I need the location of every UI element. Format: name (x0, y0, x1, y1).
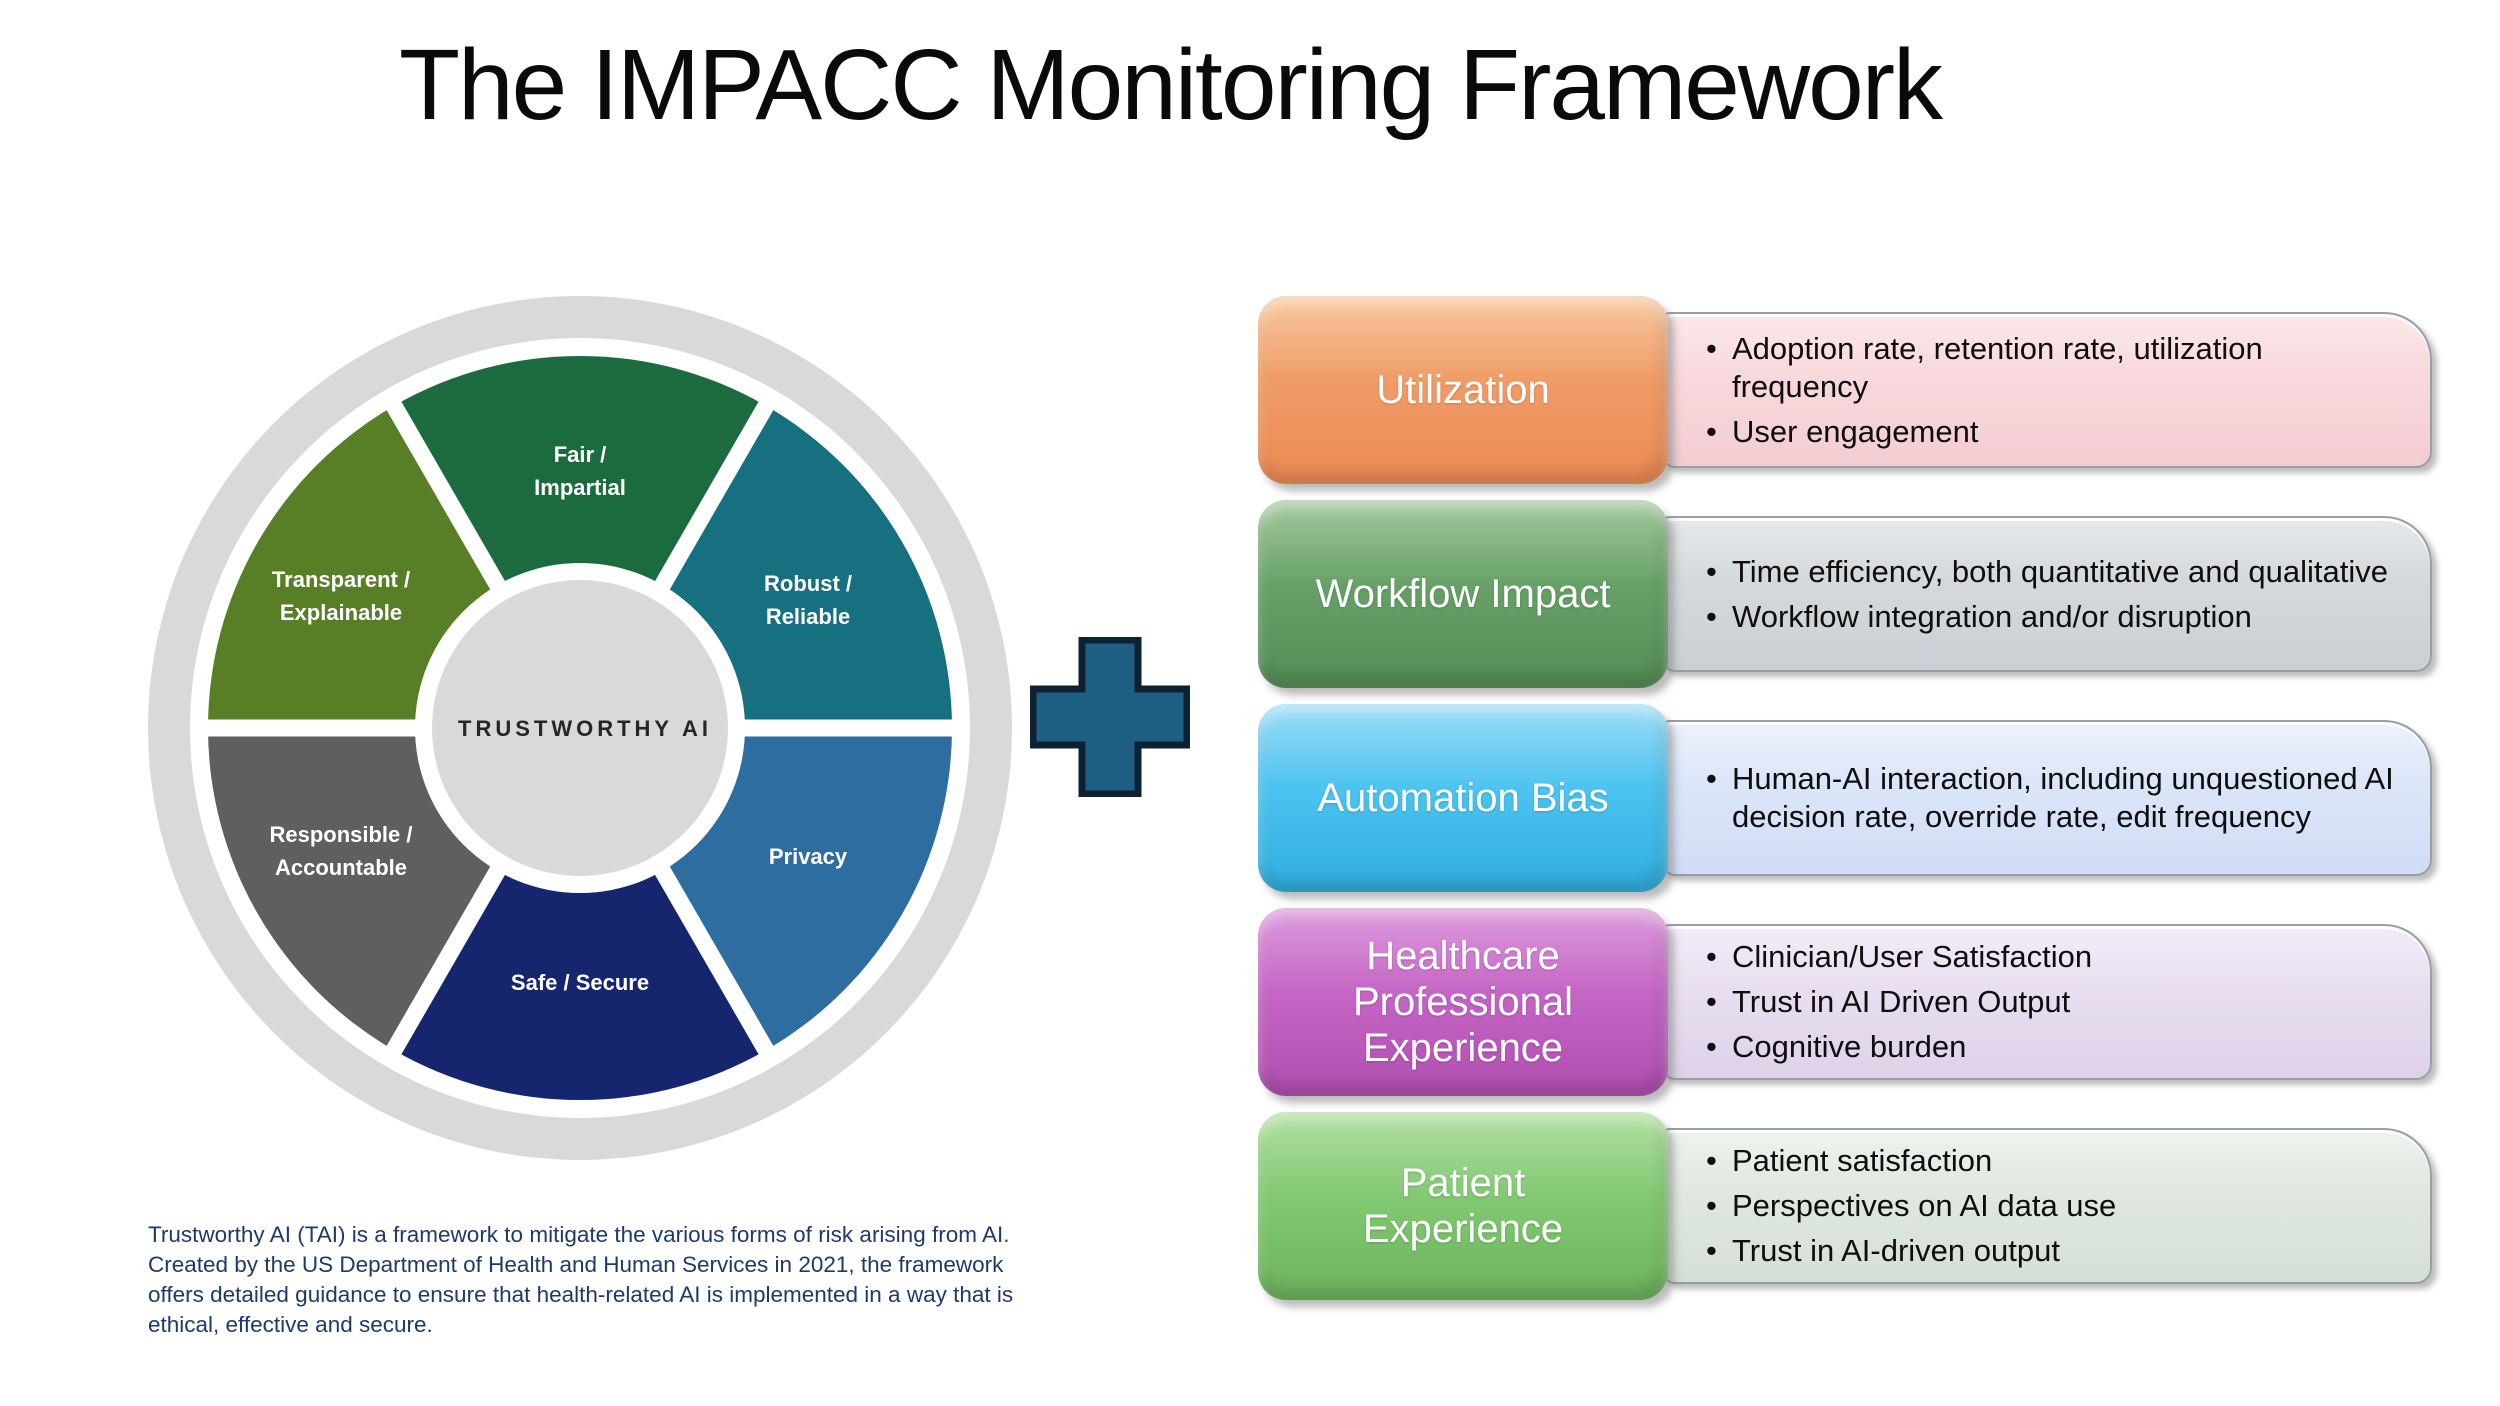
page-title: The IMPACC Monitoring Framework (398, 29, 1943, 141)
segment-label-accountable: Accountable (275, 855, 407, 880)
segment-label-safe-secure: Safe / Secure (511, 970, 649, 995)
plus-shape (1030, 637, 1190, 797)
segment-label-responsible: Responsible / (269, 822, 412, 847)
framework-row-workflow-impact: Time efficiency, both quantitative and q… (1258, 500, 2432, 688)
metric-item: Clinician/User Satisfaction (1702, 938, 2402, 976)
wheel-segment-fair-impartial (394, 355, 766, 728)
segment-label-transparent: Transparent / (272, 567, 410, 592)
category-label-automation-bias: Automation Bias (1258, 704, 1668, 892)
category-label-utilization: Utilization (1258, 296, 1668, 484)
segment-label-impartial: Impartial (534, 475, 626, 500)
metric-item: Patient satisfaction (1702, 1142, 2402, 1180)
framework-row-healthcare-professional-experience: Clinician/User Satisfaction Trust in AI … (1258, 908, 2432, 1096)
framework-row-automation-bias: Human-AI interaction, including unquesti… (1258, 704, 2432, 892)
category-label-healthcare-professional-experience: Healthcare Professional Experience (1258, 908, 1668, 1096)
plus-icon (1030, 637, 1190, 797)
metric-item: Cognitive burden (1702, 1028, 2402, 1066)
trustworthy-ai-wheel: Fair / Impartial Robust / Reliable Priva… (148, 296, 1012, 1160)
metric-item: User engagement (1702, 413, 2402, 451)
segment-label-privacy: Privacy (769, 844, 848, 869)
metrics-box-patient-experience: Patient satisfaction Perspectives on AI … (1660, 1128, 2432, 1284)
metric-item: Perspectives on AI data use (1702, 1187, 2402, 1225)
metric-item: Time efficiency, both quantitative and q… (1702, 553, 2402, 591)
category-label-patient-experience: Patient Experience (1258, 1112, 1668, 1300)
trustworthy-ai-caption: Trustworthy AI (TAI) is a framework to m… (148, 1222, 1014, 1337)
wheel-segment-safe-secure (394, 728, 766, 1101)
metrics-box-healthcare-professional-experience: Clinician/User Satisfaction Trust in AI … (1660, 924, 2432, 1080)
metric-item: Human-AI interaction, including unquesti… (1702, 760, 2402, 836)
metric-item: Adoption rate, retention rate, utilizati… (1702, 330, 2402, 406)
metric-item: Workflow integration and/or disruption (1702, 598, 2402, 636)
wheel-center-circle (432, 580, 728, 876)
metrics-box-automation-bias: Human-AI interaction, including unquesti… (1660, 720, 2432, 876)
wheel-dividers (195, 390, 965, 1066)
metrics-box-workflow-impact: Time efficiency, both quantitative and q… (1660, 516, 2432, 672)
segment-label-robust: Robust / (764, 571, 852, 596)
metric-item: Trust in AI-driven output (1702, 1232, 2402, 1270)
metrics-box-utilization: Adoption rate, retention rate, utilizati… (1660, 312, 2432, 468)
segment-label-explainable: Explainable (280, 600, 402, 625)
segment-label-fair: Fair / (554, 442, 607, 467)
framework-row-utilization: Adoption rate, retention rate, utilizati… (1258, 296, 2432, 484)
wheel-center-label: TRUSTWORTHY AI (458, 716, 712, 741)
segment-label-reliable: Reliable (766, 604, 850, 629)
framework-row-patient-experience: Patient satisfaction Perspectives on AI … (1258, 1112, 2432, 1300)
category-label-workflow-impact: Workflow Impact (1258, 500, 1668, 688)
metric-item: Trust in AI Driven Output (1702, 983, 2402, 1021)
